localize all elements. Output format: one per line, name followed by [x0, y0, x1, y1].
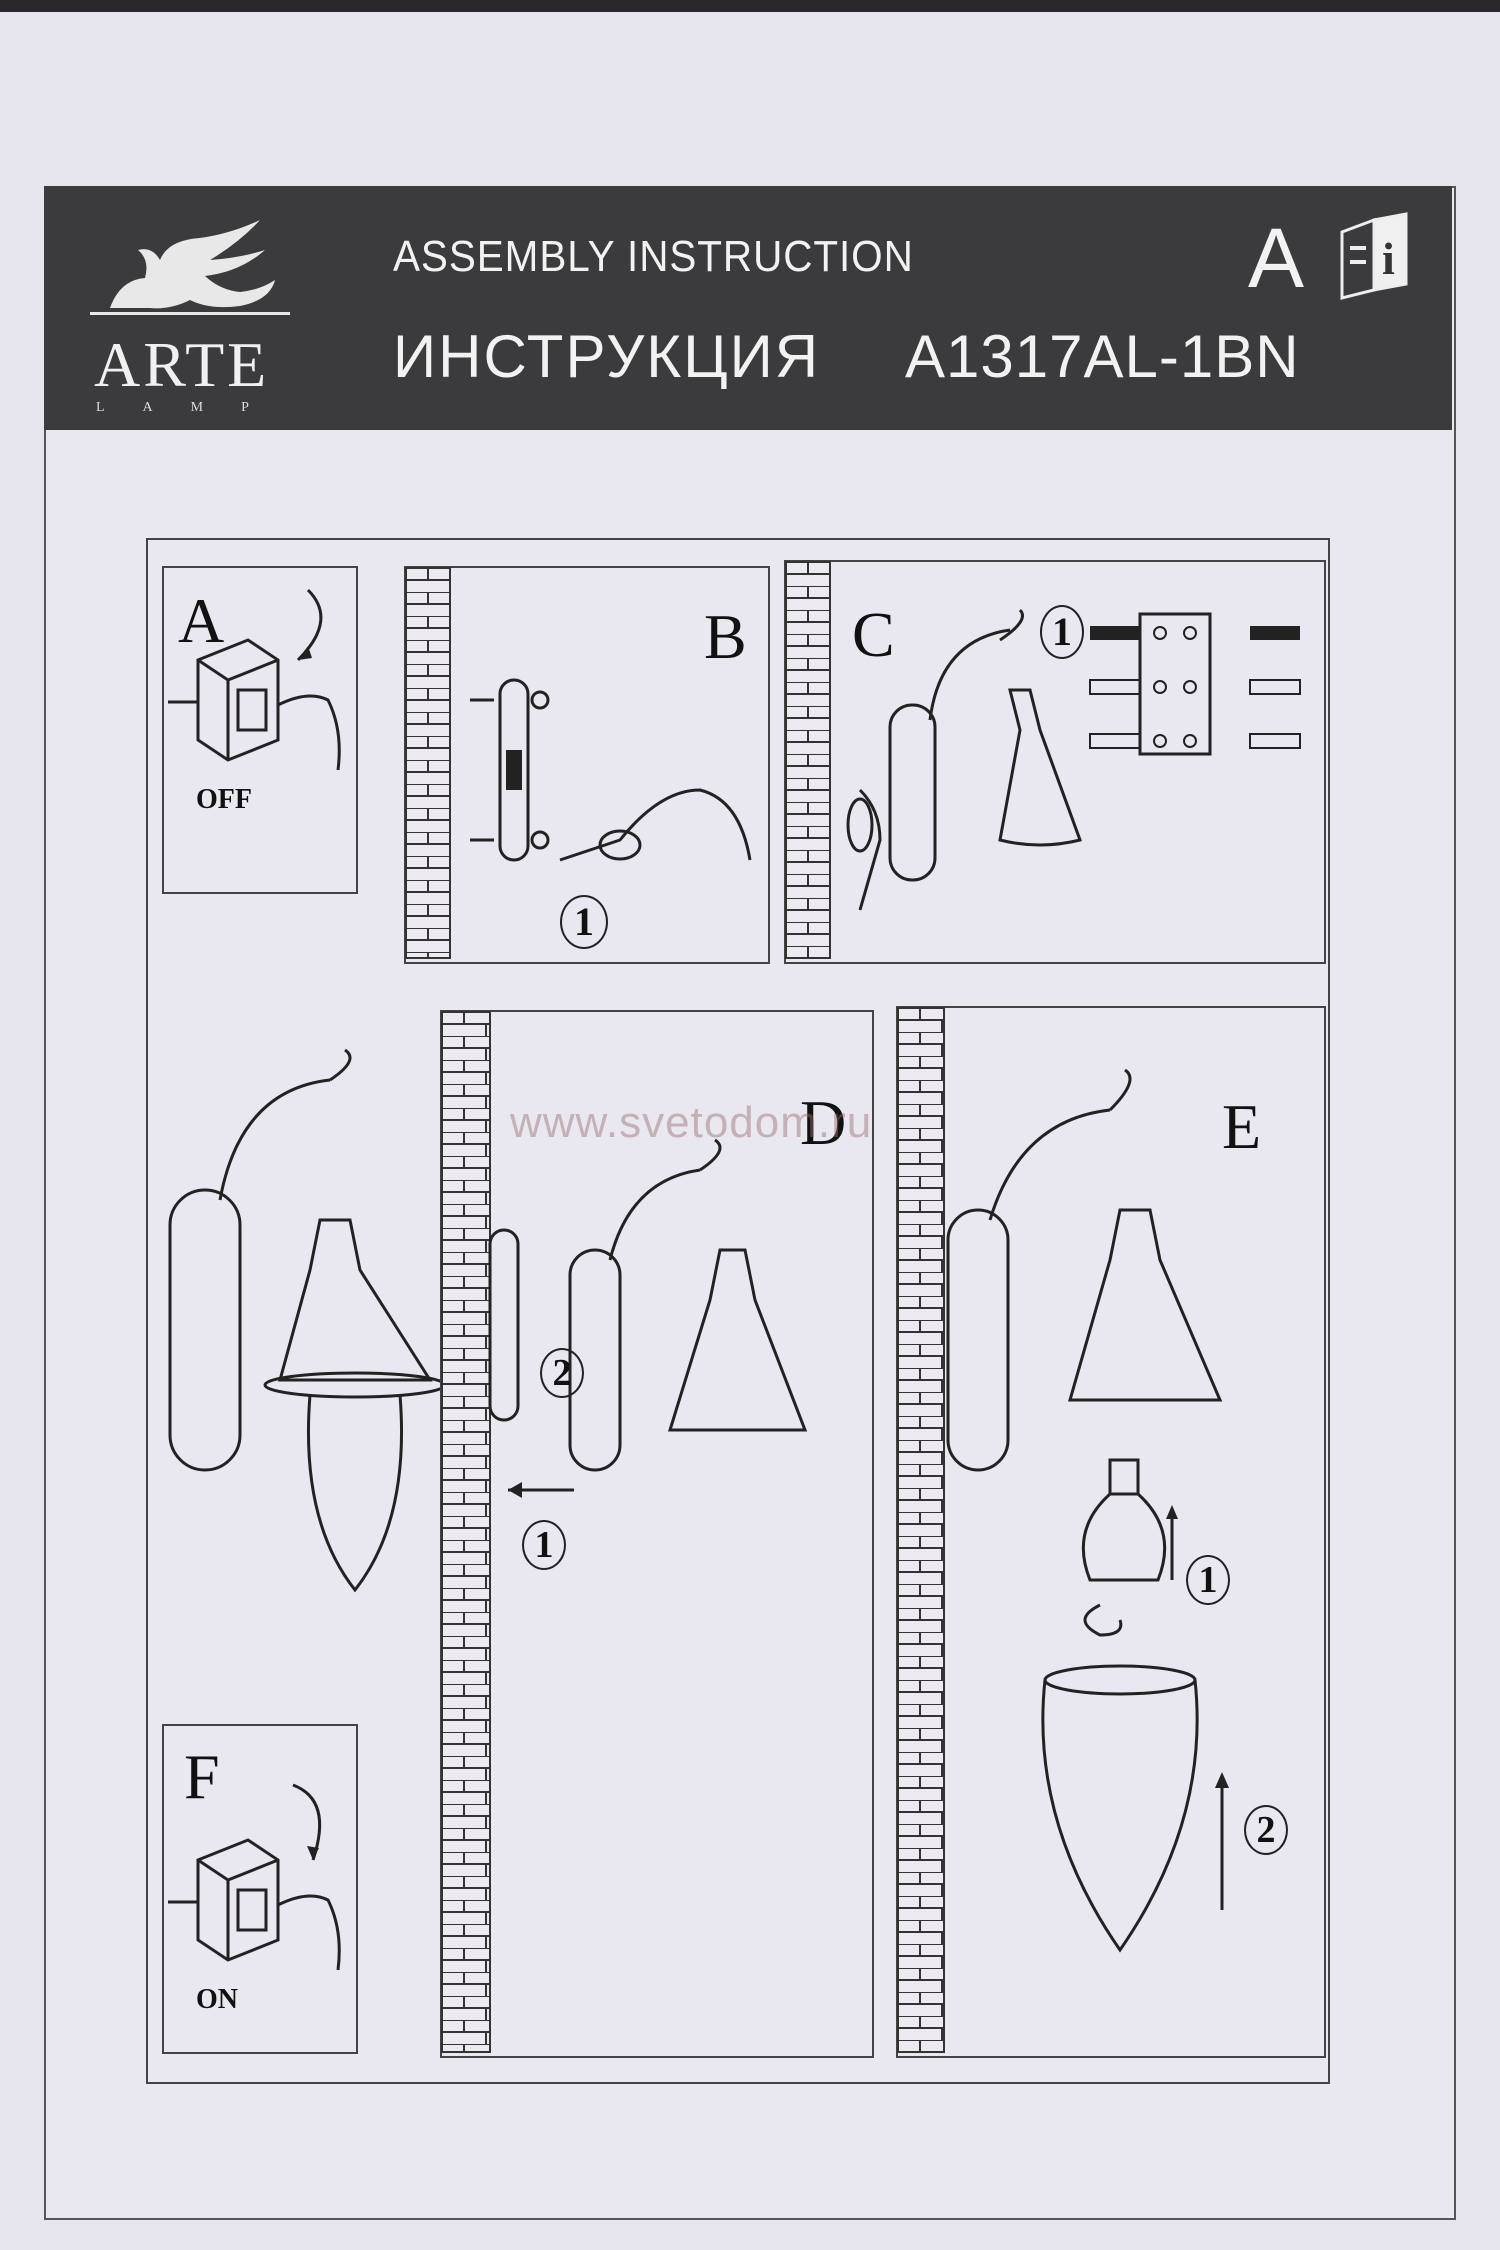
brick-wall-e	[897, 1007, 945, 2053]
assembled-lamp-icon	[168, 1048, 447, 1593]
panel-f-label: F	[184, 1741, 220, 1812]
lamp-wiring-icon	[846, 608, 1082, 911]
brand-logo: ARTE LAMP	[90, 220, 300, 430]
griffin-logo-icon	[90, 220, 290, 315]
logo-subtext: LAMP	[96, 400, 287, 415]
panel-c-label: C	[852, 599, 895, 670]
title-russian: ИНСТРУКЦИЯ	[393, 323, 821, 390]
panel-b-label: B	[704, 601, 747, 672]
panel-a	[162, 566, 358, 894]
switch-state-on: ON	[196, 1984, 238, 2015]
panel-f	[162, 1724, 358, 2054]
wall-switch-icon	[168, 588, 341, 771]
mounting-bracket-icon	[470, 678, 752, 862]
brick-wall-d	[441, 1011, 491, 2053]
lamp-mounting-icon	[488, 1138, 808, 1472]
model-number: A1317AL-1BN	[905, 323, 1300, 390]
lamp-bulb-icon	[946, 1068, 1229, 1953]
arrow-left-icon	[508, 1482, 574, 1498]
panel-d-step-2: 2	[540, 1348, 584, 1398]
panel-d-label: D	[800, 1087, 847, 1158]
brick-wall-b	[405, 567, 451, 959]
title-english: ASSEMBLY INSTRUCTION	[393, 232, 914, 281]
terminal-block-icon	[1089, 612, 1301, 756]
panel-c-step-number: 1	[1040, 605, 1084, 659]
panel-d-step-1: 1	[522, 1520, 566, 1570]
svg-text:i: i	[1382, 233, 1395, 284]
panel-b-step-number: 1	[560, 895, 608, 949]
panel-e-step-1: 1	[1186, 1555, 1230, 1605]
panel-a-label: A	[178, 585, 225, 656]
watermark-url: www.svetodom.ru	[510, 1098, 873, 1147]
wall-switch-on-icon	[168, 1783, 341, 1971]
switch-state-off: OFF	[196, 784, 252, 815]
panel-e-label: E	[1222, 1091, 1262, 1162]
header-bar	[44, 186, 1452, 430]
top-dark-band	[0, 0, 1500, 12]
language-letter: A	[1248, 211, 1305, 305]
diagram-frame	[146, 538, 1330, 2084]
manual-info-icon: i	[1340, 212, 1408, 300]
panel-e-step-2: 2	[1244, 1805, 1288, 1855]
logo-text: ARTE	[94, 329, 270, 400]
brick-wall-c	[785, 561, 831, 959]
